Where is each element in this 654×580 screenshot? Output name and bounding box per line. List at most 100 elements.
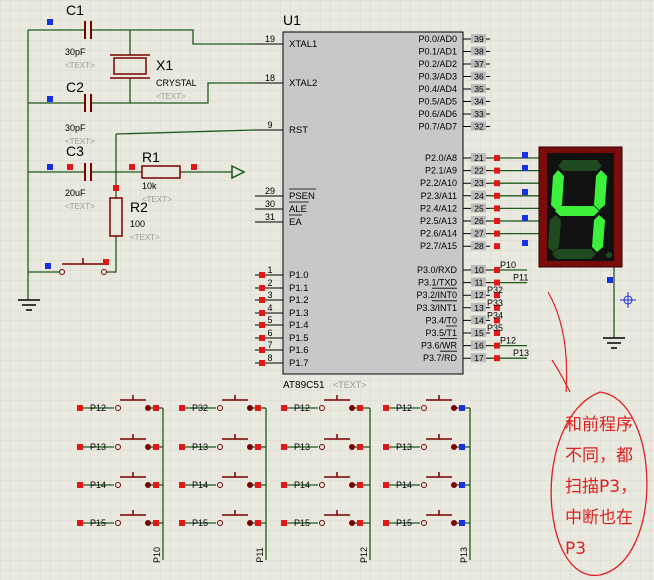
key-contact	[421, 444, 427, 450]
chip-pin-name: P1.3	[289, 308, 309, 319]
c3-pin-marker	[67, 164, 73, 170]
chip-pin-number: 1	[267, 265, 272, 275]
chip-pin-number: 35	[474, 84, 484, 94]
p1-pin-marker	[259, 272, 265, 278]
r1-body	[141, 165, 181, 179]
p2-pin-marker	[494, 218, 500, 224]
key-contact	[451, 520, 457, 526]
chip-pin-name: P1.7	[289, 358, 309, 369]
key-pin-marker	[459, 482, 465, 488]
p3-net-label: P10	[500, 260, 516, 270]
r2-body	[109, 197, 123, 237]
chip-pin-name: P0.7/AD7	[418, 122, 457, 132]
chip-pin-name: P0.1/AD1	[418, 47, 457, 57]
keypad-column-label: P11	[255, 547, 265, 562]
chip-text-placeholder: <TEXT>	[333, 380, 367, 390]
keypad-row-label: P14	[294, 480, 310, 490]
chip-pin-number: 5	[267, 315, 272, 325]
chip-pin-name: P2.0/A8	[425, 153, 457, 163]
chip-pin-number-bg	[471, 178, 486, 188]
chip-pin-number-bg	[471, 121, 486, 131]
p3-net-label: P13	[513, 348, 529, 358]
key-pin-marker	[459, 520, 465, 526]
keypad-row-label: P15	[90, 518, 106, 528]
keypad-row-label: P15	[396, 518, 412, 528]
segment-d	[552, 249, 596, 259]
p2-pin-marker	[494, 180, 500, 187]
wire	[130, 29, 255, 45]
key-pin-marker	[77, 405, 83, 411]
key-pin-marker	[153, 520, 159, 526]
chip-pin-number: 9	[267, 120, 272, 130]
reset-switch-contact	[59, 269, 65, 275]
chip-pin-number: 7	[267, 340, 272, 350]
p3-pin-marker	[494, 267, 500, 273]
p1-pin-marker	[259, 322, 265, 328]
chip-pin-number: 27	[474, 229, 484, 239]
key-contact	[451, 444, 457, 450]
chip-body	[282, 31, 464, 375]
chip-pin-number: 13	[474, 303, 484, 313]
chip-pin-number: 21	[474, 153, 484, 163]
display-pin-marker	[522, 215, 528, 221]
chip-pin-number: 26	[474, 216, 484, 226]
chip-pin-number: 34	[474, 97, 484, 107]
chip-pin-number-bg	[471, 190, 486, 200]
keypad-column-label: P12	[359, 547, 369, 563]
p3-pin-marker	[494, 279, 500, 286]
chip-pin-number: 16	[474, 341, 484, 351]
segment-e	[548, 215, 561, 252]
key-contact	[217, 444, 223, 450]
key-pin-marker	[281, 520, 287, 526]
key-contact	[145, 520, 151, 526]
p1-pin-marker	[259, 335, 265, 341]
p2-pin-marker	[494, 155, 500, 161]
key-pin-marker	[459, 405, 465, 411]
chip-pin-name: RST	[289, 125, 308, 136]
c1-value: 30pF	[65, 47, 86, 57]
chip-pin-name: P1.0	[289, 270, 309, 281]
r2-text: <TEXT>	[130, 233, 160, 242]
annotation-text-line: P3	[565, 539, 586, 559]
chip-pin-name: P2.7/A15	[420, 241, 457, 251]
chip-pin-name: P0.2/AD2	[418, 59, 457, 69]
chip-pin-number-bg	[471, 96, 486, 106]
key-pin-marker	[383, 520, 389, 526]
chip-pin-name: P1.2	[289, 295, 309, 306]
key-contact	[115, 444, 121, 450]
key-pin-marker	[77, 444, 83, 450]
chip-pin-number: 8	[267, 353, 272, 363]
key-pin-marker	[357, 444, 363, 450]
key-contact	[319, 520, 325, 526]
chip-pin-name: P2.2/A10	[420, 178, 457, 188]
key-contact	[319, 444, 325, 450]
key-pin-marker	[459, 444, 465, 450]
x1-text: <TEXT>	[156, 92, 186, 101]
display-pin-marker	[522, 152, 528, 158]
chip-pin-number: 4	[267, 303, 272, 313]
key-contact	[115, 520, 121, 526]
key-pin-marker	[281, 405, 287, 411]
key-pin-marker	[255, 405, 261, 411]
key-contact	[217, 520, 223, 526]
chip-pin-number-bg	[471, 59, 486, 68]
c1-text: <TEXT>	[65, 61, 95, 70]
key-contact	[247, 482, 253, 488]
keypad-row-label: P12	[294, 403, 310, 413]
key-contact	[115, 482, 121, 488]
chip-pin-name: ALE	[289, 204, 307, 215]
key-pin-marker	[153, 482, 159, 488]
reset-switch-contact	[101, 269, 107, 275]
key-pin-marker	[179, 482, 185, 488]
chip-pin-name: P3.7/RD	[423, 353, 458, 363]
keypad-column-label: P13	[459, 547, 469, 563]
key-contact	[217, 405, 223, 411]
chip-pin-number: 25	[474, 203, 484, 213]
key-pin-marker	[153, 444, 159, 450]
annotation-text-line: 不同，都	[565, 446, 633, 466]
chip-pin-name: PSEN	[289, 191, 315, 202]
chip-pin-number-bg	[471, 290, 486, 300]
chip-pin-number: 38	[474, 47, 484, 57]
chip-pin-name: P0.3/AD3	[418, 72, 457, 82]
